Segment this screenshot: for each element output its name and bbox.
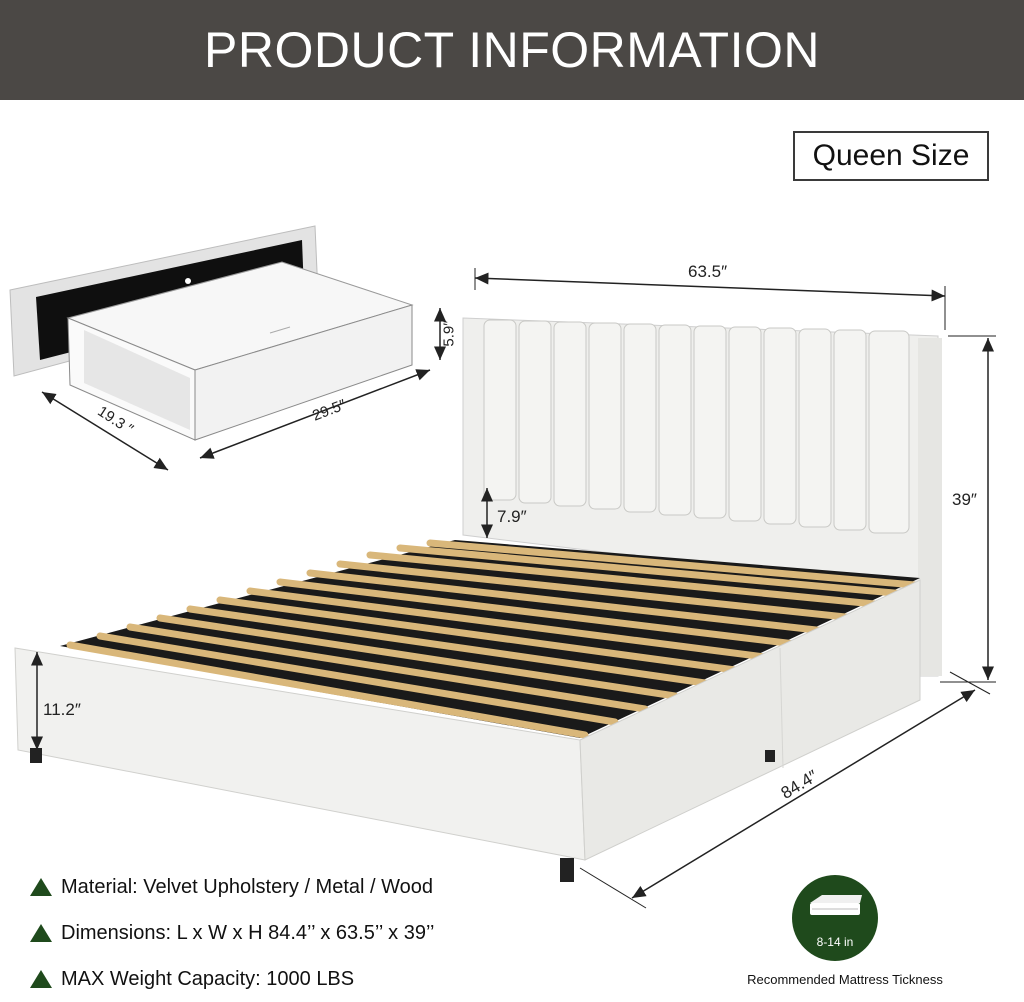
header-banner: PRODUCT INFORMATION xyxy=(0,0,1024,100)
under-clearance-label: 7.9″ xyxy=(497,507,527,526)
spec-text: Dimensions: L x W x H 84.4’’ x 63.5’’ x … xyxy=(61,921,435,944)
spec-text: Material: Velvet Upholstery / Metal / Wo… xyxy=(61,875,434,898)
drawer-illustration xyxy=(9,225,414,441)
spec-dimensions: Dimensions: L x W x H 84.4’’ x 63.5’’ x … xyxy=(30,910,435,956)
spec-material: Material: Velvet Upholstery / Metal / Wo… xyxy=(30,864,435,910)
triangle-bullet-icon xyxy=(30,878,52,896)
mattress-badge: 8-14 in xyxy=(792,875,878,961)
triangle-bullet-icon xyxy=(30,970,52,988)
drawer-height-label: 5.9″ xyxy=(440,320,458,347)
bed-frame xyxy=(14,539,921,882)
side-height-label: 11.2″ xyxy=(43,700,81,719)
width-label: 63.5″ xyxy=(688,262,728,281)
spec-text: MAX Weight Capacity: 1000 LBS xyxy=(61,967,355,990)
triangle-bullet-icon xyxy=(30,924,52,942)
page-title: PRODUCT INFORMATION xyxy=(204,22,820,78)
spec-list: Material: Velvet Upholstery / Metal / Wo… xyxy=(30,864,435,1002)
size-badge: Queen Size xyxy=(793,131,989,181)
spec-weight: MAX Weight Capacity: 1000 LBS xyxy=(30,956,435,1002)
mattress-caption: Recommended Mattress Tickness xyxy=(747,972,943,987)
mattress-range: 8-14 in xyxy=(816,935,854,949)
headboard xyxy=(462,317,942,677)
height-label: 39″ xyxy=(952,490,977,509)
mattress-icon xyxy=(810,895,862,915)
